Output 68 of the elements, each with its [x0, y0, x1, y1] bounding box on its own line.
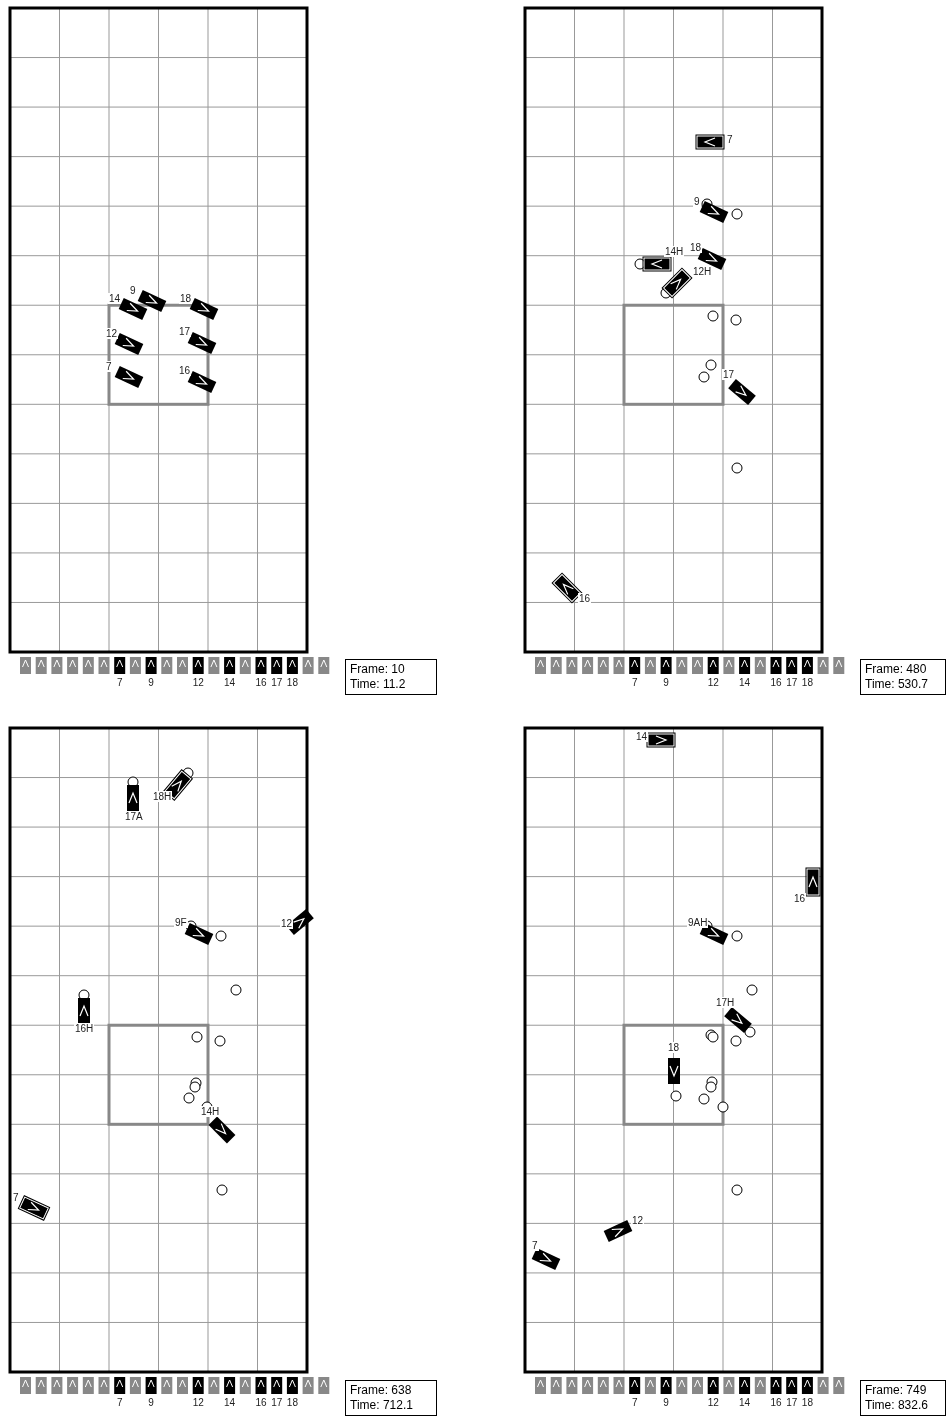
status-number: 16: [255, 677, 267, 688]
robot-number: 12H: [692, 266, 713, 277]
status-box: [860, 659, 946, 695]
status-number: 9: [148, 1397, 154, 1408]
status-number: 7: [631, 1397, 638, 1408]
status-number: 17: [271, 1397, 283, 1408]
status-number: 9: [148, 677, 154, 688]
status-number: 16: [255, 1397, 267, 1408]
robot-number: 18: [667, 1042, 681, 1053]
robot-number: 18: [689, 242, 703, 253]
status-number: 17: [786, 1397, 798, 1408]
time-readout: Time: 530.7: [865, 677, 929, 692]
status-number: 7: [116, 677, 123, 688]
robot-number: 14: [635, 731, 649, 742]
robot-number: 18: [179, 293, 193, 304]
robot-number: 14H: [200, 1106, 221, 1117]
robot-number: 7: [12, 1192, 20, 1203]
status-box: [345, 659, 437, 695]
status-number: 9: [663, 1397, 669, 1408]
robot-number: 17H: [715, 997, 736, 1008]
status-box: [860, 1380, 946, 1416]
robot-number: 14: [108, 293, 122, 304]
status-number: 12: [192, 1397, 204, 1408]
status-number: 7: [116, 1397, 123, 1408]
robot-number: 12: [631, 1215, 645, 1226]
status-number: 12: [192, 677, 204, 688]
robot-number: 14H: [664, 246, 685, 257]
status-number: 12: [707, 1397, 719, 1408]
robot-number: 9: [129, 285, 137, 296]
frame-counter: Frame: 638: [350, 1383, 413, 1398]
robot-number: 16: [178, 365, 192, 376]
robot-number: 9AH: [687, 917, 709, 928]
status-number: 17: [271, 677, 283, 688]
status-number: 12: [707, 677, 719, 688]
status-number: 18: [286, 677, 298, 688]
status-number: 18: [801, 1397, 813, 1408]
robot-number: 17A: [124, 811, 144, 822]
status-number: 14: [739, 677, 751, 688]
robot-number: 17: [178, 326, 192, 337]
time-readout: Time: 712.1: [350, 1398, 414, 1413]
status-number: 16: [770, 677, 782, 688]
robot-number: 12: [105, 328, 119, 339]
robot-number: 18H: [152, 791, 173, 802]
robot-number: 7: [531, 1240, 539, 1251]
robot-number: 17: [722, 369, 736, 380]
status-box: [345, 1380, 437, 1416]
status-number: 9: [663, 677, 669, 688]
robot-number: 16: [793, 893, 807, 904]
status-number: 7: [631, 677, 638, 688]
status-number: 17: [786, 677, 798, 688]
status-number: 14: [224, 1397, 236, 1408]
status-number: 14: [224, 677, 236, 688]
status-number: 16: [770, 1397, 782, 1408]
status-number: 18: [801, 677, 813, 688]
status-number: 18: [286, 1397, 298, 1408]
frame-counter: Frame: 10: [350, 662, 406, 677]
robot-number: 9: [693, 196, 701, 207]
robot-number: 7: [726, 134, 734, 145]
robot-number: 16H: [74, 1023, 95, 1034]
time-readout: Time: 11.2: [350, 677, 407, 692]
robot-number: 7: [105, 361, 113, 372]
time-readout: Time: 832.6: [865, 1398, 929, 1413]
status-number: 14: [739, 1397, 751, 1408]
robot-number: 16: [578, 593, 592, 604]
robot-number: 9F: [174, 917, 188, 928]
robot-number: 12: [280, 918, 294, 929]
frame-counter: Frame: 480: [865, 662, 928, 677]
frame-counter: Frame: 749: [865, 1383, 928, 1398]
